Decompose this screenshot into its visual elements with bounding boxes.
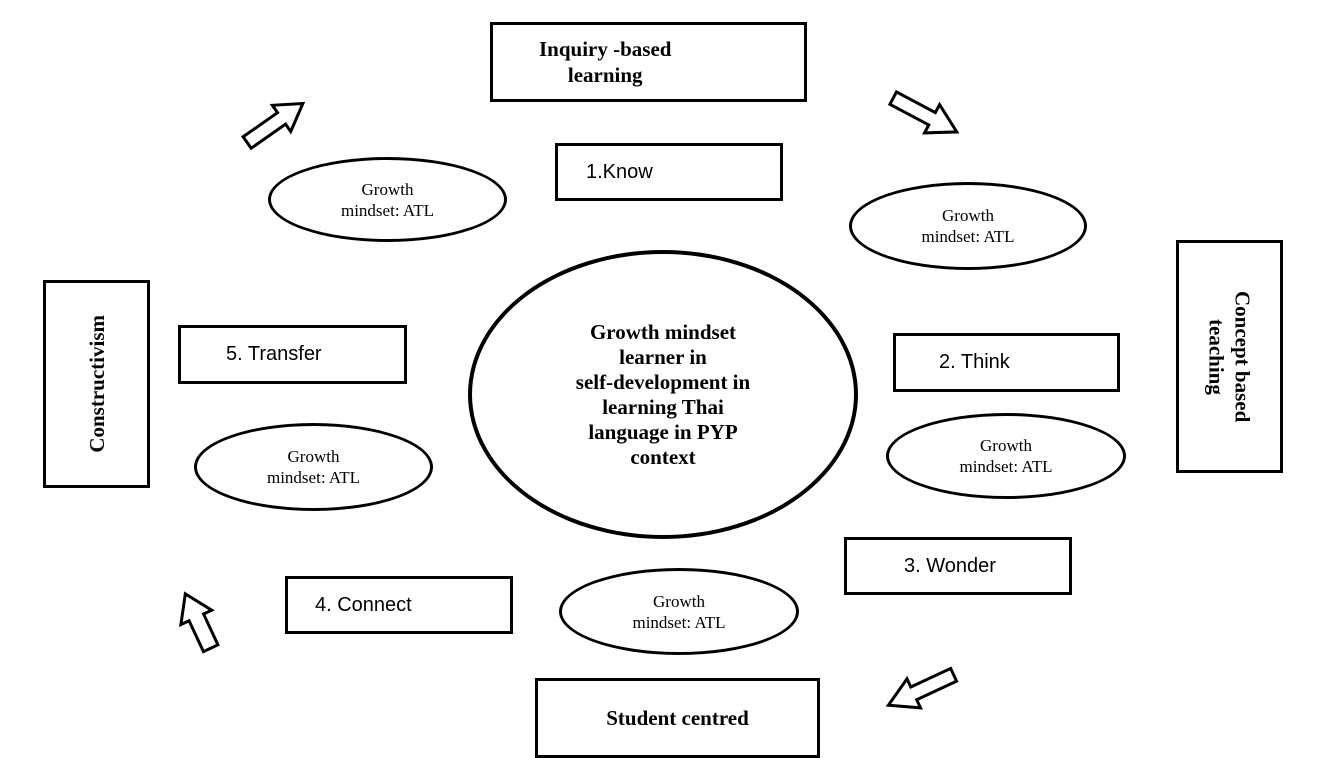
- arrow-bottom-left-icon: [179, 591, 220, 654]
- step-connect-box: 4. Connect: [285, 576, 513, 634]
- inquiry-based-learning-box: Inquiry -based learning: [490, 22, 807, 102]
- growth-mindset-ellipse-left: Growth mindset: ATL: [194, 423, 433, 511]
- concept-based-teaching-label: Concept based teaching: [1204, 290, 1255, 423]
- growth-mindset-label: Growth mindset: ATL: [921, 206, 1015, 246]
- growth-mindset-ellipse-bottom: Growth mindset: ATL: [559, 568, 799, 655]
- inquiry-based-learning-label: Inquiry -based learning: [539, 37, 672, 87]
- step-wonder-label: 3. Wonder: [904, 554, 996, 577]
- growth-mindset-ellipse-top-right: Growth mindset: ATL: [849, 182, 1087, 270]
- concept-based-teaching-box: Concept based teaching: [1176, 240, 1283, 473]
- arrow-top-left-icon: [241, 101, 306, 151]
- growth-mindset-label: Growth mindset: ATL: [959, 436, 1053, 476]
- central-concept-text: Growth mindset learner in self-developme…: [575, 319, 751, 469]
- step-connect-label: 4. Connect: [315, 593, 412, 616]
- step-wonder-box: 3. Wonder: [844, 537, 1072, 595]
- growth-mindset-label: Growth mindset: ATL: [632, 591, 726, 632]
- student-centred-label: Student centred: [606, 706, 749, 730]
- constructivism-label: Constructivism: [84, 315, 109, 453]
- student-centred-box: Student centred: [535, 678, 820, 758]
- growth-mindset-ellipse-top-left: Growth mindset: ATL: [268, 157, 507, 242]
- growth-mindset-label: Growth mindset: ATL: [340, 179, 435, 220]
- growth-mindset-label: Growth mindset: ATL: [266, 447, 361, 487]
- step-know-box: 1.Know: [555, 143, 783, 201]
- step-know-label: 1.Know: [586, 160, 653, 183]
- arrow-top-right-icon: [887, 89, 960, 135]
- step-think-box: 2. Think: [893, 333, 1120, 392]
- step-transfer-box: 5. Transfer: [178, 325, 407, 384]
- constructivism-box: Constructivism: [43, 280, 150, 488]
- central-ellipse: Growth mindset learner in self-developme…: [468, 250, 858, 539]
- growth-mindset-ellipse-right: Growth mindset: ATL: [886, 413, 1126, 499]
- step-think-label: 2. Think: [939, 351, 1010, 373]
- step-transfer-label: 5. Transfer: [226, 343, 322, 365]
- arrow-bottom-right-icon: [885, 666, 959, 710]
